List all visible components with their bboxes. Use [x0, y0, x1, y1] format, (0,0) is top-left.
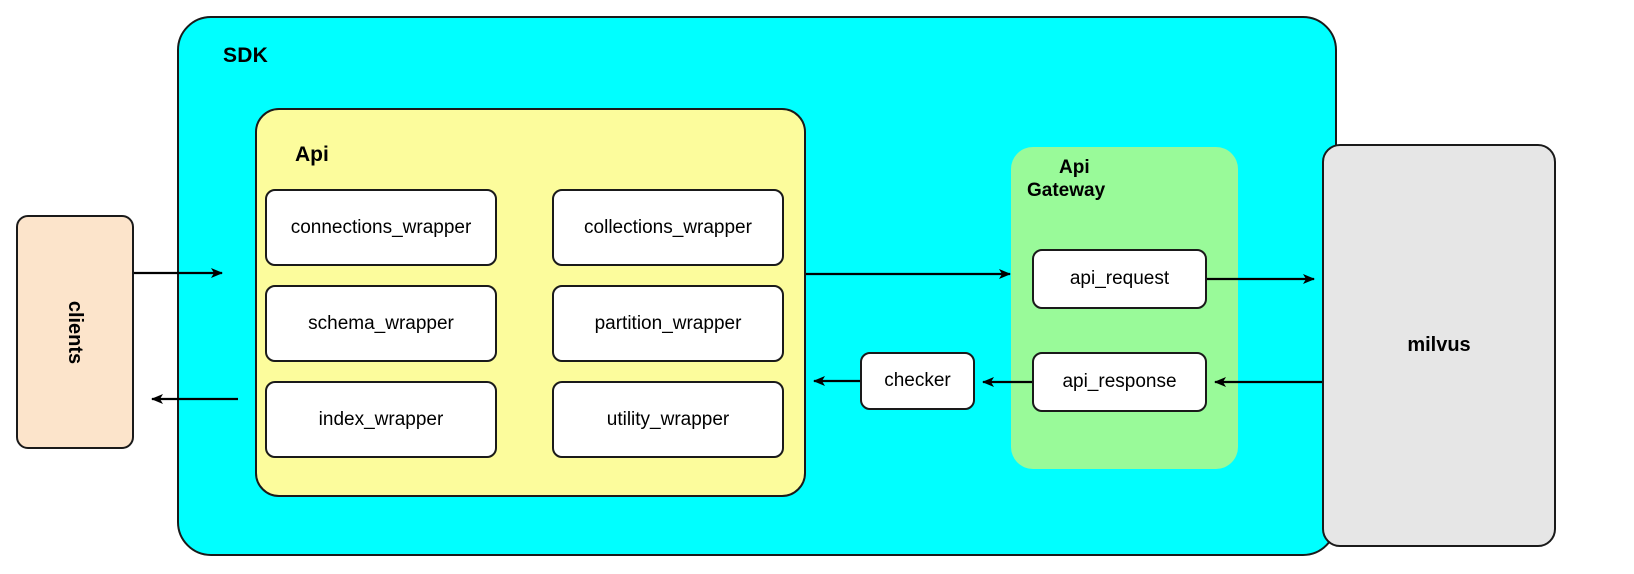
node-clients[interactable]: clients [16, 215, 134, 449]
node-label: api_response [1062, 371, 1177, 392]
node-label: api_request [1069, 268, 1170, 289]
node-label: utility_wrapper [606, 408, 730, 430]
node-label: checker [884, 370, 951, 391]
node-label: schema_wrapper [308, 312, 454, 334]
node-schema-wrapper[interactable]: schema_wrapper [265, 285, 497, 362]
node-utility-wrapper[interactable]: utility_wrapper [552, 381, 784, 458]
node-partition-wrapper[interactable]: partition_wrapper [552, 285, 784, 362]
node-index-wrapper[interactable]: index_wrapper [265, 381, 497, 458]
api-gateway-label: Api Gateway [1027, 157, 1105, 203]
clients-label: clients [64, 300, 87, 364]
node-label: index_wrapper [318, 408, 444, 430]
api-gateway-label-line2: Gateway [1027, 179, 1106, 201]
node-label: partition_wrapper [594, 312, 742, 334]
node-api-response[interactable]: api_response [1032, 352, 1207, 412]
node-milvus[interactable]: milvus [1322, 144, 1556, 547]
node-checker[interactable]: checker [860, 352, 975, 410]
api-gateway-label-line1: Api [1059, 157, 1090, 178]
node-collections-wrapper[interactable]: collections_wrapper [552, 189, 784, 266]
node-api-request[interactable]: api_request [1032, 249, 1207, 309]
node-connections-wrapper[interactable]: connections_wrapper [265, 189, 497, 266]
node-label: connections_wrapper [290, 216, 472, 238]
sdk-label: SDK [223, 44, 268, 67]
node-label: collections_wrapper [584, 216, 752, 238]
api-wrapper-label-line1: Api [295, 142, 329, 166]
milvus-label: milvus [1407, 334, 1471, 356]
